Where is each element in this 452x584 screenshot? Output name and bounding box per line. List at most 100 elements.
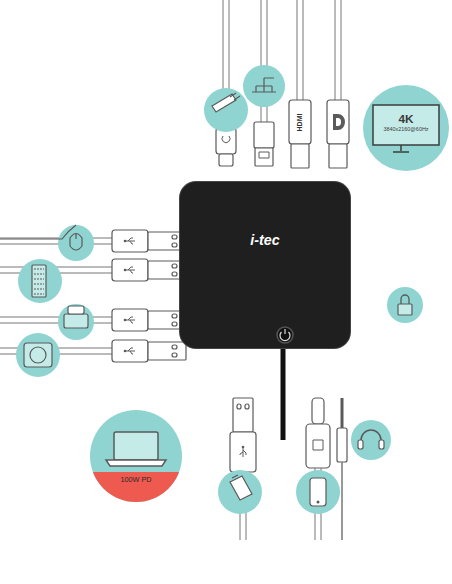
power-icon-circle bbox=[204, 88, 248, 132]
laptop-circle: 100W PD bbox=[90, 410, 182, 502]
hdmi-plug-tip bbox=[291, 144, 309, 168]
usb-symbol-dot bbox=[124, 319, 127, 322]
lock-icon-circle bbox=[387, 287, 423, 323]
usb-a-contact-hole bbox=[172, 235, 177, 239]
power-plug-icon bbox=[212, 93, 240, 112]
network-icon-circle bbox=[243, 65, 285, 107]
dock-cable bbox=[281, 345, 286, 440]
keyboard-keys bbox=[34, 284, 44, 285]
usb-symbol-dot bbox=[124, 350, 127, 353]
keyboard-keys bbox=[34, 279, 44, 280]
dock-box: i-tec bbox=[180, 182, 350, 348]
power-symbol bbox=[284, 329, 285, 334]
connector-label: HDMI bbox=[296, 113, 303, 131]
cable-line bbox=[0, 238, 112, 239]
headphone-icon-circle bbox=[351, 420, 391, 460]
usb-a-contact-hole bbox=[172, 272, 177, 276]
usb-symbol-stroke bbox=[125, 238, 135, 244]
usb-a-contact-hole bbox=[172, 314, 177, 318]
printer-paper bbox=[68, 306, 84, 314]
usb-a-contact-hole bbox=[172, 264, 177, 268]
cable-line bbox=[341, 0, 342, 100]
power-plug-tip bbox=[219, 154, 233, 166]
cable-line bbox=[297, 0, 298, 100]
usb-c-plug-tip bbox=[312, 398, 324, 424]
usb-symbol-dot bbox=[124, 240, 127, 243]
usb-c-plug-body bbox=[306, 424, 330, 468]
power-button bbox=[277, 327, 293, 343]
hdmi-plug-body bbox=[289, 100, 311, 144]
usb-symbol bbox=[240, 446, 246, 457]
keyboard-keys bbox=[34, 269, 44, 270]
circle-outline bbox=[90, 410, 182, 502]
mouse-icon bbox=[0, 225, 82, 250]
audio-jack-body bbox=[337, 428, 347, 462]
usb-a-plug-body bbox=[112, 309, 148, 331]
keyboard-keys bbox=[34, 294, 44, 295]
usb-symbol bbox=[124, 267, 135, 273]
phone-icon bbox=[310, 478, 326, 506]
cable-line bbox=[0, 317, 112, 318]
keyboard-icon-circle bbox=[18, 259, 62, 303]
node-title: 100W PD bbox=[90, 476, 182, 484]
cable-line bbox=[0, 244, 112, 245]
usb-a-plug-metal bbox=[233, 398, 253, 432]
network-icon bbox=[252, 78, 276, 92]
hdd-icon bbox=[24, 343, 52, 367]
keyboard-keys bbox=[34, 289, 44, 290]
flash-drive-icon bbox=[230, 475, 252, 500]
power-plug-mark bbox=[222, 136, 230, 143]
ethernet-plug-tip bbox=[255, 148, 273, 166]
monitor-stand bbox=[393, 145, 409, 152]
displayport-logo bbox=[333, 114, 345, 130]
laptop-screen bbox=[114, 432, 158, 460]
keyboard-icon bbox=[32, 265, 46, 297]
usb-a-contact-hole bbox=[237, 404, 241, 409]
usb-symbol-dot bbox=[124, 269, 127, 272]
phone-button bbox=[317, 501, 320, 504]
ethernet-plug-body bbox=[254, 122, 274, 148]
usb-symbol bbox=[124, 238, 135, 244]
lock-body bbox=[398, 304, 412, 315]
headphone-cup bbox=[358, 440, 363, 449]
usb-a-plug-body bbox=[112, 259, 148, 281]
hdd-platter bbox=[30, 347, 46, 363]
hdd-icon-circle bbox=[16, 333, 60, 377]
headphone-cup bbox=[379, 440, 384, 449]
usb-symbol-dot bbox=[242, 446, 245, 449]
mouse-icon-circle bbox=[58, 225, 94, 261]
cable-line bbox=[0, 323, 112, 324]
usb-a-plug-body bbox=[112, 230, 148, 252]
power-symbol bbox=[280, 332, 290, 341]
node-title: i-tec bbox=[180, 232, 350, 248]
cable-line bbox=[335, 0, 336, 100]
usb-symbol bbox=[124, 317, 135, 323]
usb-a-contact-hole bbox=[172, 345, 177, 349]
usb-symbol-stroke bbox=[125, 317, 135, 323]
printer-icon-circle bbox=[58, 304, 94, 340]
usb-symbol-stroke bbox=[125, 348, 135, 354]
displayport-plug-tip bbox=[329, 144, 347, 168]
monitor-circle: 4K3840x2160@60Hz bbox=[363, 85, 449, 171]
node-subtitle: 3840x2160@60Hz bbox=[363, 126, 449, 132]
node-outline bbox=[90, 410, 182, 502]
phone-icon-circle bbox=[296, 470, 340, 514]
lock-shackle bbox=[401, 295, 409, 304]
laptop-base bbox=[106, 460, 166, 466]
audio-jack-pin bbox=[341, 398, 344, 428]
cable-line bbox=[303, 0, 304, 100]
node-title: 4K bbox=[363, 112, 449, 126]
displayport-plug-body bbox=[327, 100, 349, 144]
usb-c-mark bbox=[313, 440, 323, 450]
usb-a-contact-hole bbox=[172, 243, 177, 247]
usb-symbol-stroke bbox=[240, 447, 246, 457]
headphone-band bbox=[361, 430, 381, 444]
usb-a-plug-body bbox=[230, 432, 256, 472]
ethernet-clip bbox=[259, 152, 269, 158]
usb-a-contact-hole bbox=[172, 353, 177, 357]
printer-icon bbox=[64, 314, 88, 328]
audio-cable bbox=[341, 462, 343, 540]
keyboard-keys bbox=[34, 274, 44, 275]
